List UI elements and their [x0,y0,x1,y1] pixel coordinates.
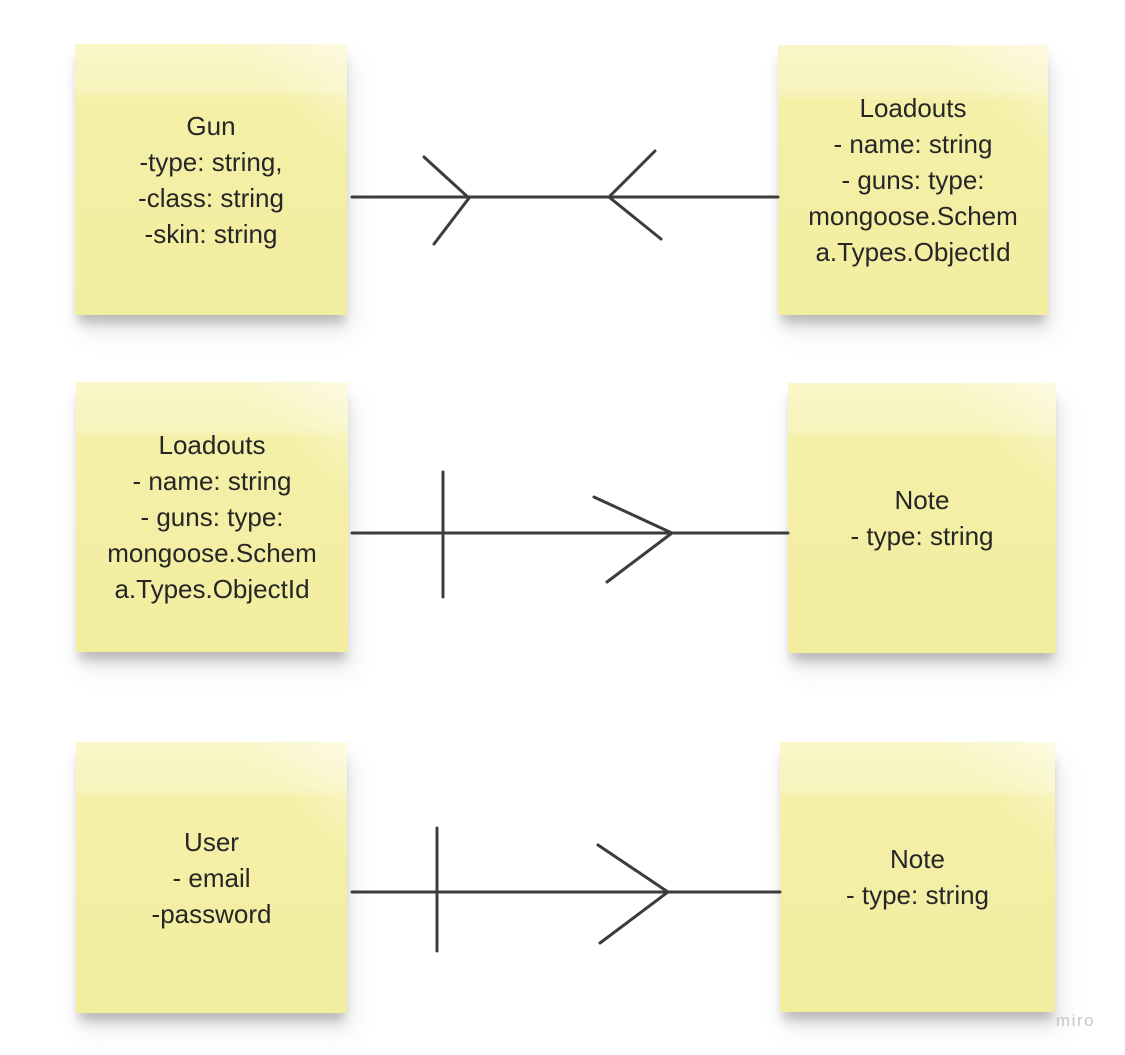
connector-gun-to-loadouts[interactable] [350,149,780,246]
connector-user-to-note[interactable] [350,826,782,953]
sticky-note-gun[interactable]: Gun -type: string, -class: string -skin:… [75,44,347,315]
arrowhead-right-facing-icon [596,843,671,945]
sticky-note-text: Note - type: string [845,844,990,910]
sticky-note-note-bottom[interactable]: Note - type: string [780,742,1055,1012]
connector-loadouts-to-note[interactable] [350,470,790,599]
sticky-note-user[interactable]: User - email -password [76,742,347,1013]
sticky-note-text: Gun -type: string, -class: string -skin:… [138,110,284,249]
sticky-note-text: Loadouts - name: string - guns: type: mo… [107,430,317,604]
sticky-note-loadouts-top[interactable]: Loadouts - name: string - guns: type: mo… [778,45,1048,315]
sticky-note-text: User - email -password [151,826,272,929]
sticky-note-text: Note - type: string [850,485,994,551]
sticky-note-note-mid[interactable]: Note - type: string [788,383,1056,653]
arrowhead-left-facing-icon [606,149,663,241]
sticky-note-text: Loadouts - name: string - guns: type: mo… [808,93,1018,267]
arrowhead-right-facing-icon [422,155,472,246]
arrowhead-right-facing-icon [592,495,675,584]
sticky-note-loadouts-mid[interactable]: Loadouts - name: string - guns: type: mo… [76,382,348,652]
miro-watermark: miro [1056,1011,1096,1030]
